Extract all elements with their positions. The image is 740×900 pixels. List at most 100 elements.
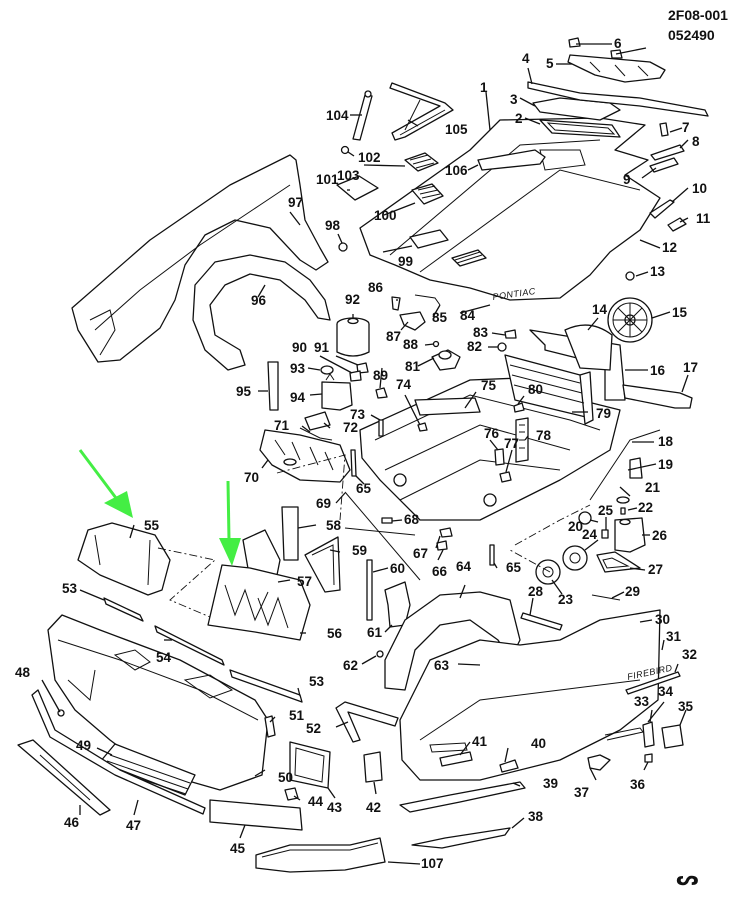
callout-12: 12 [662,240,677,255]
callout-99: 99 [398,254,413,269]
callout-8: 8 [692,134,700,149]
callout-19: 19 [658,457,673,472]
part-58-rod [344,527,416,536]
part-56-headlamp-housing-right [207,564,311,641]
callout-92: 92 [345,292,360,307]
part-51-bracket [264,715,276,738]
callout-55: 55 [144,518,160,533]
callout-65-left: 65 [356,481,372,496]
callout-3: 3 [510,92,518,107]
callout-44: 44 [308,794,324,809]
callout-28: 28 [528,584,544,599]
part-28-bracket [520,612,563,631]
callout-24: 24 [582,527,598,542]
callout-47: 47 [126,818,141,833]
callout-13: 13 [650,264,666,279]
callout-75: 75 [481,378,497,393]
part-26-coolant-reservoir [614,517,646,553]
hood-panel: PONTIAC [359,117,661,302]
callout-49: 49 [76,738,91,753]
callout-95: 95 [236,384,252,399]
callout-9: 9 [623,172,631,187]
callout-48: 48 [15,665,31,680]
part-40-bracket [499,759,519,773]
part-65-rod-right [489,544,495,566]
part-15-cooling-fan [607,297,653,343]
part-4-cowl-seal [527,81,709,117]
part-58-panel [281,506,299,561]
part-75-cross-tube [414,397,481,416]
callout-27: 27 [648,562,663,577]
part-69-rod [344,491,421,581]
callout-72: 72 [343,420,358,435]
callout-38: 38 [528,809,544,824]
callout-106: 106 [445,163,468,178]
part-88-plug [432,340,440,348]
part-97-front-fender-left [71,154,329,363]
part-5-cowl-vent-panel [567,54,666,83]
part-81-mount [431,349,461,371]
part-103-louver [404,152,439,172]
part-3-scoop-cover [532,97,621,121]
part-100-hood-vent-grille [411,183,444,205]
callout-30: 30 [655,612,670,627]
callout-59: 59 [352,543,367,558]
callout-16: 16 [650,363,666,378]
publisher-logo-icon: ᔕ [676,866,699,890]
part-79-radiator [504,354,594,425]
part-34-marker-lamp [642,721,655,748]
callout-74: 74 [396,377,412,392]
green-arrow-to-part-55 [78,449,133,518]
part-27-brace [596,551,641,573]
callout-23: 23 [558,592,574,607]
part-38-splash-shield [411,827,511,849]
callout-53-upper: 53 [62,581,78,596]
callout-102: 102 [358,150,381,165]
callout-65-right: 65 [506,560,522,575]
callout-7: 7 [682,120,690,135]
callout-86: 86 [368,280,384,295]
callout-88: 88 [403,337,419,352]
callout-80: 80 [528,382,543,397]
part-71-hose [299,427,333,441]
callout-31: 31 [666,629,682,644]
part-74-clip [417,422,428,432]
callout-54: 54 [156,650,172,665]
callout-69: 69 [316,496,331,511]
callout-97: 97 [288,195,303,210]
callout-78: 78 [536,428,552,443]
part-46-air-deflector [17,739,111,816]
callout-11: 11 [696,211,711,226]
callout-26: 26 [652,528,668,543]
callout-45: 45 [230,841,246,856]
part-94-washer-reservoir [321,373,353,411]
part-78-radiator-tank [515,417,529,463]
callout-100: 100 [374,208,397,223]
callout-73: 73 [350,407,366,422]
part-70-splash-shield [259,429,351,483]
part-72-bracket [304,411,331,431]
part-55-headlamp-housing-left [77,522,171,596]
part-102-bolt [340,145,350,155]
part-47-spoiler-strip [31,689,206,815]
callout-87: 87 [386,329,401,344]
callout-76: 76 [484,426,500,441]
alignment-lines [157,454,591,618]
callout-4: 4 [522,51,530,66]
part-87-bracket [399,311,426,331]
part-35-lamp-bezel [661,724,684,749]
part-65-rod-left [350,449,357,477]
callout-21: 21 [645,480,661,495]
date-code: 052490 [668,27,715,43]
callout-70: 70 [244,470,259,485]
part-68-pin [381,517,393,524]
callout-51: 51 [289,708,305,723]
callout-98: 98 [325,218,341,233]
callout-66: 66 [432,564,448,579]
part-13-nut [625,271,635,281]
callout-89: 89 [373,368,388,383]
callout-79: 79 [596,406,611,421]
callout-77: 77 [504,436,519,451]
leader-lines [41,43,689,839]
part-73-bolt [378,419,384,437]
